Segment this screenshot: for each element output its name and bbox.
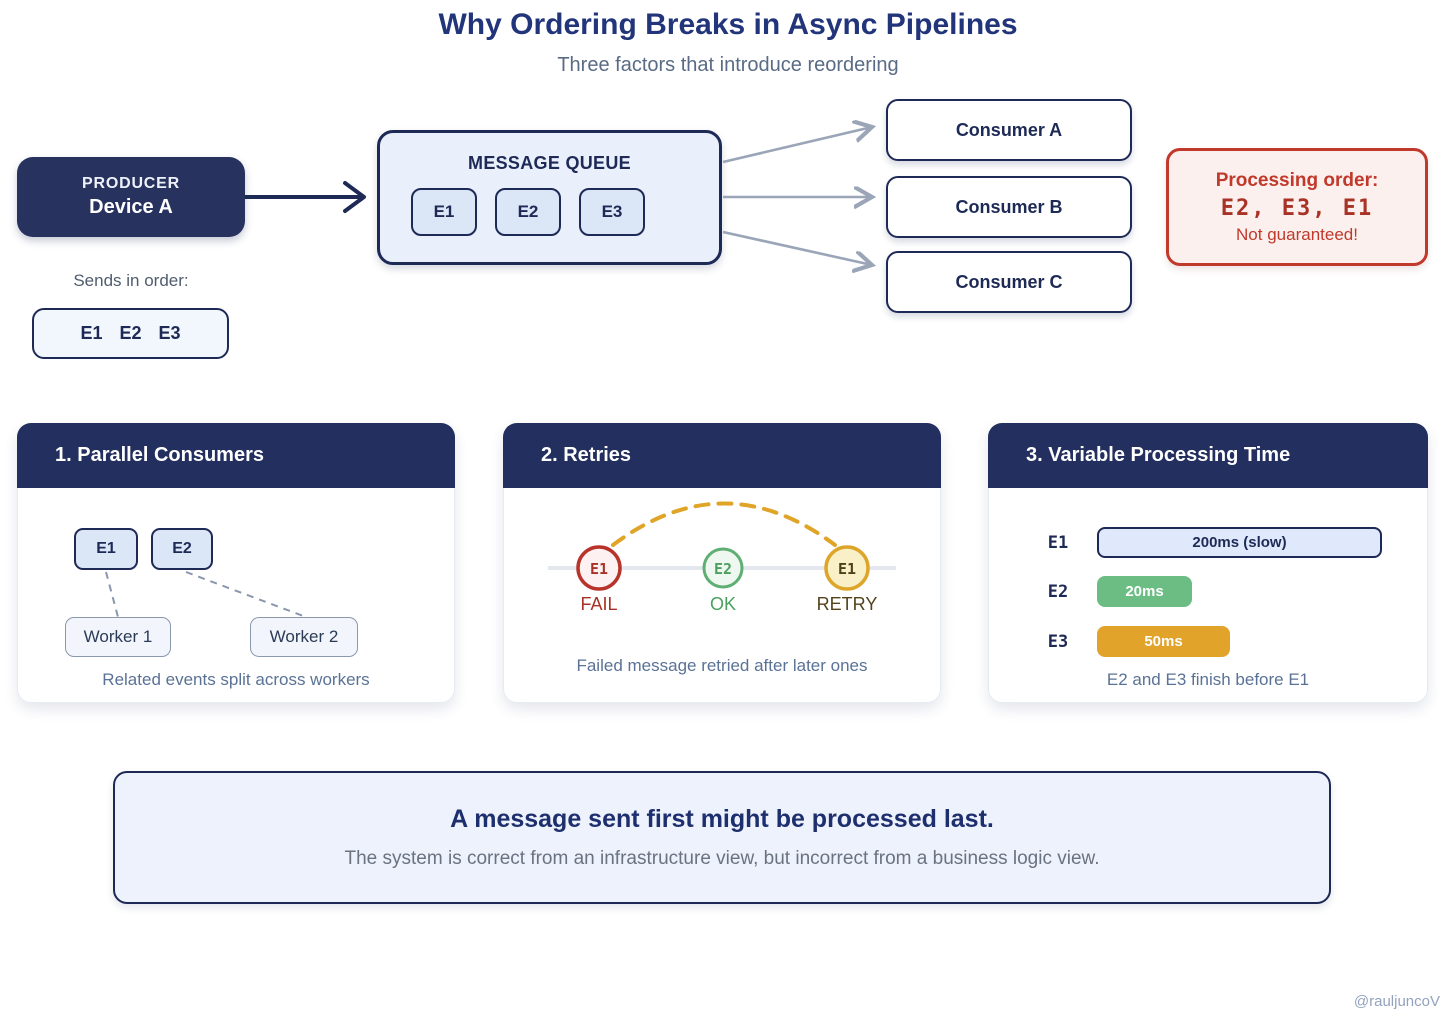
card-retries-title: 2. Retries [503,423,941,488]
page-title: Why Ordering Breaks in Async Pipelines [438,8,1018,41]
card-variable-processing-time-title: 3. Variable Processing Time [988,423,1428,488]
split-event-e2: E2 [151,528,213,570]
summary-box: A message sent first might be processed … [113,771,1331,904]
card-retries-caption: Failed message retried after later ones [576,656,868,675]
sends-in-order-label: Sends in order: [73,271,189,290]
ok-status-label: OK [710,594,736,614]
retry-arc-icon [611,501,837,547]
ok-event-label: E2 [714,560,732,578]
consumer-c-box: Consumer C [886,251,1132,313]
processing-order-value: E2, E3, E1 [1220,195,1374,221]
card-parallel-consumers: 1. Parallel Consumers E1 E2 Worker 1 Wor… [17,423,455,703]
page-subtitle: Three factors that introduce reordering [557,54,899,76]
split-event-e1: E1 [74,528,138,570]
duration-row-label-e1: E1 [1047,533,1069,553]
summary-subtitle: The system is correct from an infrastruc… [344,848,1100,869]
card-retries-body: E1 E2 E1 FAIL OK RETRY Failed message re… [503,488,941,703]
card-parallel-consumers-body: E1 E2 Worker 1 Worker 2 Related events s… [17,488,455,703]
fanout-arrows-icon [722,95,886,295]
card-retries: 2. Retries E1 E2 E1 FAIL OK RETRY Failed… [503,423,941,703]
producer-box: PRODUCER Device A [17,157,245,237]
duration-bar-e2: 20ms [1097,576,1192,607]
producer-name: Device A [89,196,173,218]
processing-order-note: Not guaranteed! [1236,224,1358,244]
sends-in-order-box: E1 E2 E3 [32,308,229,359]
card-variable-processing-time: 3. Variable Processing Time E1 200ms (sl… [988,423,1428,703]
card-variable-processing-time-body: E1 200ms (slow) E2 20ms E3 50ms E2 and E… [988,488,1428,703]
queue-event-e2: E2 [495,188,561,236]
processing-order-title: Processing order: [1215,169,1379,191]
producer-to-queue-arrow-icon [245,181,366,213]
producer-role-label: PRODUCER [82,175,180,192]
duration-bar-e3: 50ms [1097,626,1230,657]
queue-event-e3: E3 [579,188,645,236]
retry-timeline-icon: E1 E2 E1 FAIL OK RETRY [548,501,896,614]
retry-circle-icon [824,545,870,591]
queue-event-e1: E1 [411,188,477,236]
card-variable-processing-time-caption: E2 and E3 finish before E1 [1106,670,1310,689]
processing-order-box: Processing order: E2, E3, E1 Not guarant… [1166,148,1428,266]
summary-title: A message sent first might be processed … [450,805,994,833]
worker-1-box: Worker 1 [65,617,171,657]
message-queue-title: MESSAGE QUEUE [468,153,631,173]
author-watermark: @rauljuncoV [1353,993,1440,1010]
worker-2-box: Worker 2 [250,617,358,657]
retry-status-label: RETRY [817,594,878,614]
message-queue-box: MESSAGE QUEUE E1 E2 E3 [377,130,722,265]
card-parallel-consumers-caption: Related events split across workers [102,670,370,689]
event-to-worker-dashed-lines-icon [105,571,307,618]
duration-row-label-e2: E2 [1047,582,1069,602]
duration-row-label-e3: E3 [1047,632,1069,652]
consumer-b-box: Consumer B [886,176,1132,238]
duration-bar-e1: 200ms (slow) [1097,527,1382,558]
fail-event-label: E1 [590,560,608,578]
card-parallel-consumers-title: 1. Parallel Consumers [17,423,455,488]
fail-circle-icon [576,545,622,591]
ok-circle-icon [702,547,744,589]
consumer-a-box: Consumer A [886,99,1132,161]
fail-status-label: FAIL [580,594,617,614]
retry-event-label: E1 [838,560,856,578]
